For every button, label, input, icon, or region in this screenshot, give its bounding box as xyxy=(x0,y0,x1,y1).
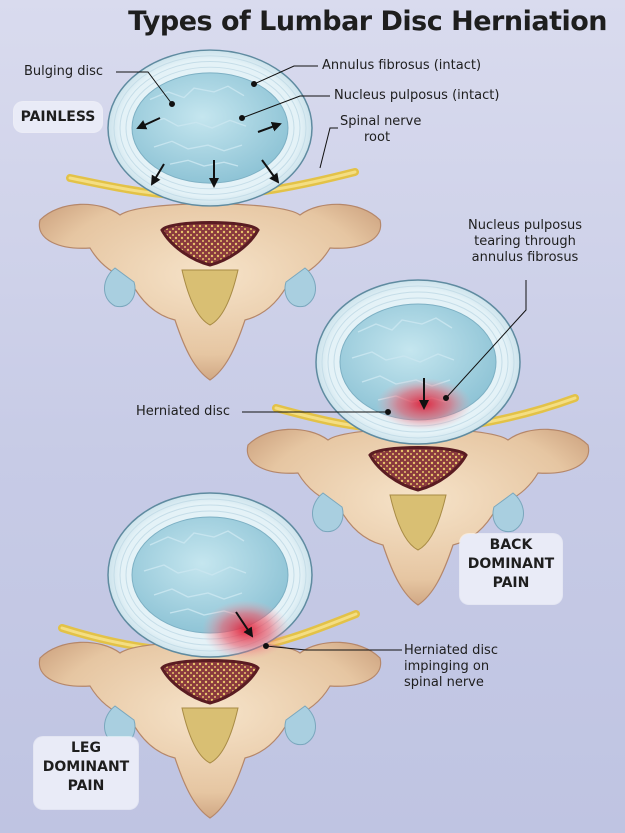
badge-line: DOMINANT xyxy=(467,556,555,572)
panel-back-dominant xyxy=(242,279,591,607)
page-title: Types of Lumbar Disc Herniation xyxy=(128,6,607,37)
label-annulus-fibrosus: Annulus fibrosus (intact) xyxy=(322,58,482,73)
label-line: Spinal nerve xyxy=(340,114,422,129)
badge-line: BACK xyxy=(489,537,533,553)
label-line: impinging on xyxy=(404,659,490,674)
label-line: Nucleus pulposus xyxy=(468,218,582,233)
badge-leg-dominant-pain: LEG DOMINANT PAIN xyxy=(34,737,138,809)
badge-line: LEG xyxy=(71,740,101,756)
badge-line: DOMINANT xyxy=(42,759,130,775)
label-herniated-disc: Herniated disc xyxy=(136,404,230,419)
label-spinal-nerve-root: Spinal nerve root xyxy=(340,114,421,146)
label-line: tearing through xyxy=(474,234,576,249)
badge-line: PAIN xyxy=(492,575,530,591)
badge-line: PAIN xyxy=(67,778,105,794)
label-bulging-disc: Bulging disc xyxy=(24,64,104,79)
label-line: root xyxy=(364,130,391,145)
panel-leg-dominant xyxy=(37,492,402,820)
label-line: spinal nerve xyxy=(404,675,484,690)
label-line: Herniated disc xyxy=(404,643,498,658)
label-line: annulus fibrosus xyxy=(471,250,579,265)
label-herniated-impinging: Herniated disc impinging on spinal nerve xyxy=(404,643,512,691)
badge-line: PAINLESS xyxy=(20,109,96,125)
label-nucleus-tearing: Nucleus pulposus tearing through annulus… xyxy=(454,218,596,266)
panel-painless xyxy=(37,49,383,382)
badge-painless: PAINLESS xyxy=(14,102,102,132)
badge-back-dominant-pain: BACK DOMINANT PAIN xyxy=(460,534,562,604)
label-nucleus-pulposus: Nucleus pulposus (intact) xyxy=(334,88,500,103)
